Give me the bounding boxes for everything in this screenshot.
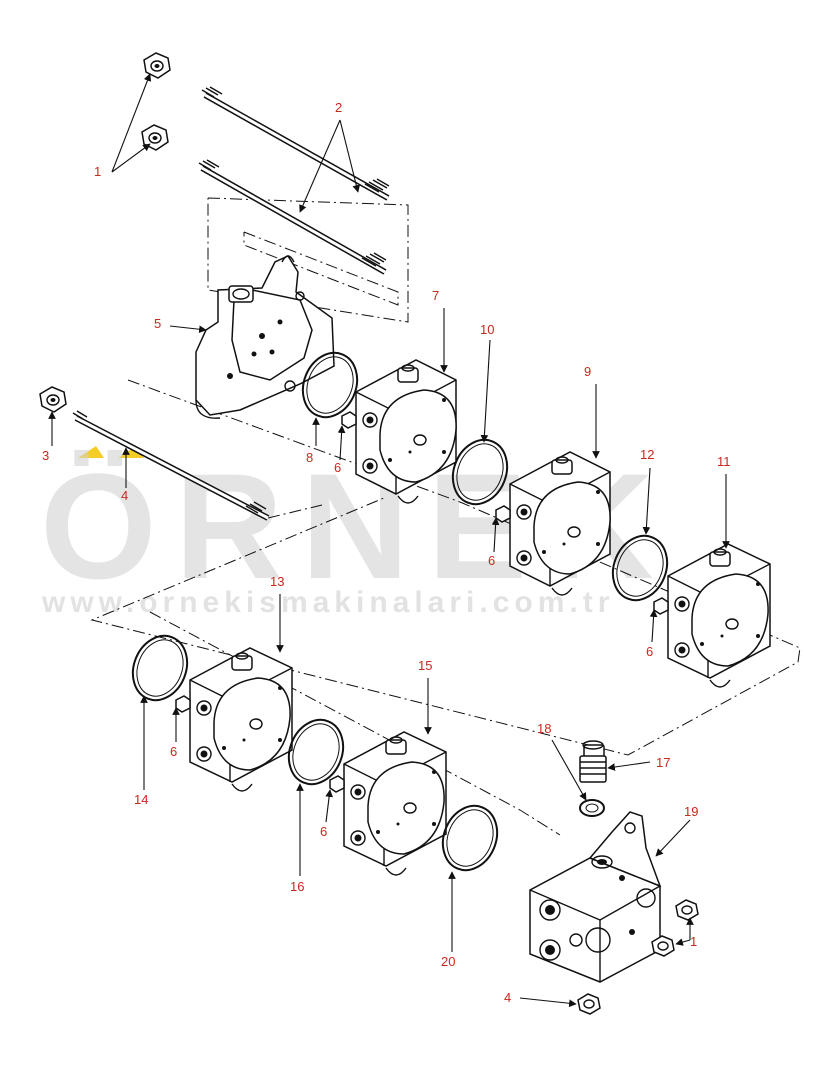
- callout-3: 3: [42, 448, 49, 463]
- callout-5: 5: [154, 316, 161, 331]
- valve-section-11: [667, 543, 771, 688]
- plug-17: [579, 740, 607, 783]
- callout-1-top: 1: [94, 164, 101, 179]
- o-ring-16: [287, 718, 345, 786]
- valve-section-13: [189, 647, 293, 792]
- callout-6-a: 6: [334, 460, 341, 475]
- watermark-url: www.ornekismakinalari.com.tr: [41, 586, 614, 619]
- callout-2: 2: [335, 100, 342, 115]
- tie-rod-long: [72, 410, 270, 521]
- callout-8: 8: [306, 450, 313, 465]
- callout-4-lower: 4: [504, 990, 511, 1005]
- end-cover-5: [195, 255, 335, 419]
- plug-6-d: [175, 695, 191, 713]
- plug-6-b: [495, 505, 511, 523]
- nut-top-2: [141, 124, 169, 151]
- o-ring-20: [441, 804, 499, 872]
- callout-13: 13: [270, 574, 284, 589]
- tie-rod-lower: [198, 159, 387, 275]
- nut-lower-1a: [675, 899, 699, 921]
- callout-6-b: 6: [488, 553, 495, 568]
- o-ring-12: [611, 534, 669, 602]
- plug-6-c: [653, 597, 669, 615]
- plug-6-e: [329, 775, 345, 793]
- callout-9: 9: [584, 364, 591, 379]
- leader-lines: [48, 73, 730, 1008]
- callout-11: 11: [717, 454, 731, 469]
- washer-18: [579, 799, 605, 817]
- callout-19: 19: [684, 804, 698, 819]
- callout-20: 20: [441, 954, 455, 969]
- valve-section-15: [343, 731, 447, 876]
- o-ring-10: [451, 438, 509, 506]
- o-ring-8: [301, 351, 359, 419]
- callout-6-d: 6: [170, 744, 177, 759]
- callout-10: 10: [480, 322, 494, 337]
- callout-18: 18: [537, 721, 551, 736]
- callout-1-lower: 1: [690, 934, 697, 949]
- callout-12: 12: [640, 447, 654, 462]
- tie-rod-upper: [201, 86, 390, 201]
- nut-lower-4: [577, 993, 601, 1015]
- end-cover-19: [529, 811, 662, 983]
- callout-16: 16: [290, 879, 304, 894]
- callout-15: 15: [418, 658, 432, 673]
- nut-3: [39, 386, 67, 413]
- valve-section-7: [355, 359, 457, 504]
- callout-17: 17: [656, 755, 670, 770]
- callout-6-c: 6: [646, 644, 653, 659]
- watermark-accent-icon: [78, 446, 144, 458]
- callout-4-upper: 4: [121, 488, 128, 503]
- nut-top-1: [143, 52, 171, 79]
- valve-section-9: [509, 451, 611, 596]
- nut-lower-1b: [651, 935, 675, 957]
- callout-labels: 1 2 3 4 5 6 6 6 6 6 7 8 9 10 11 12 13 14…: [42, 100, 731, 1005]
- callout-7: 7: [432, 288, 439, 303]
- callout-14: 14: [134, 792, 148, 807]
- callout-6-e: 6: [320, 824, 327, 839]
- plug-6-a: [341, 411, 357, 429]
